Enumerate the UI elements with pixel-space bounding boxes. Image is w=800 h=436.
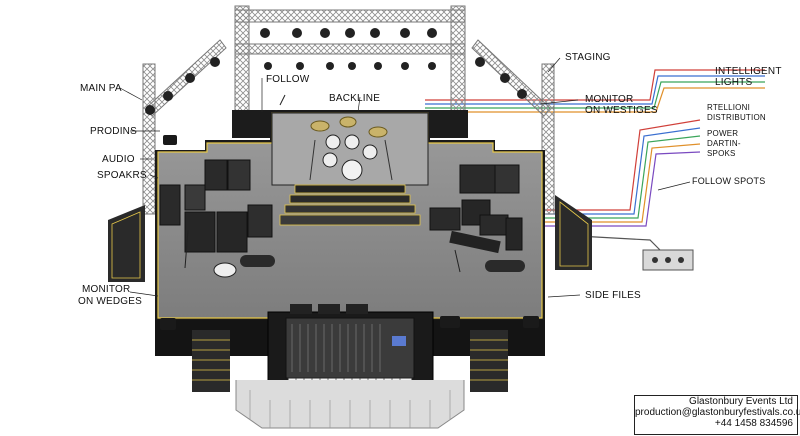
backline-label: BACKLINE bbox=[329, 93, 381, 104]
audio-label: AUDIO bbox=[102, 154, 135, 165]
monitor-wedges bbox=[160, 135, 539, 330]
right-backline-amps bbox=[429, 164, 525, 272]
leader-lines bbox=[119, 57, 691, 298]
drum-kit bbox=[309, 116, 393, 181]
distribution-label: DISTRIBUTION bbox=[707, 113, 766, 122]
stage-wings bbox=[108, 195, 592, 282]
contact-info-box: Glastonbury Events Ltd production@glasto… bbox=[634, 395, 800, 435]
company-name: Glastonbury Events Ltd bbox=[689, 396, 793, 407]
monitor-left-label: MONITOR bbox=[82, 284, 131, 295]
dartin-label: DARTIN- bbox=[707, 139, 741, 148]
monitor-right-label: MONITOR bbox=[585, 94, 634, 105]
lighting-truss bbox=[142, 5, 555, 215]
speakers-label: SPOAKRS bbox=[97, 170, 147, 181]
main-pa-label: MAIN PA bbox=[80, 83, 122, 94]
staging-label: STAGING bbox=[565, 52, 611, 63]
front-stairs bbox=[192, 330, 508, 392]
monitor-right-label-2: ON WESTIGES bbox=[585, 105, 658, 116]
contact-phone: +44 1458 834596 bbox=[714, 418, 793, 429]
side-files-label: SIDE FILES bbox=[585, 290, 641, 301]
rtellioni-label: RTELLIONI bbox=[707, 103, 750, 112]
follow-label: FOLLOW bbox=[266, 74, 310, 85]
mic-stands bbox=[184, 94, 461, 273]
intelligent-lights-label-2: LIGHTS bbox=[715, 77, 753, 88]
contact-email[interactable]: production@glastonburyfestivals.co.uk bbox=[635, 407, 800, 418]
front-barrier bbox=[235, 380, 465, 429]
spoks-label: SPOKS bbox=[707, 149, 736, 158]
follow-spots-label: FOLLOW SPOTS bbox=[692, 176, 766, 186]
power-label: POWER bbox=[707, 129, 739, 138]
intelligent-lights-label: INTELLIGENT bbox=[715, 66, 782, 77]
prodins-label: PRODINS bbox=[90, 126, 137, 137]
left-backline-amps bbox=[159, 159, 275, 278]
monitor-left-label-2: ON WEDGES bbox=[78, 296, 143, 307]
